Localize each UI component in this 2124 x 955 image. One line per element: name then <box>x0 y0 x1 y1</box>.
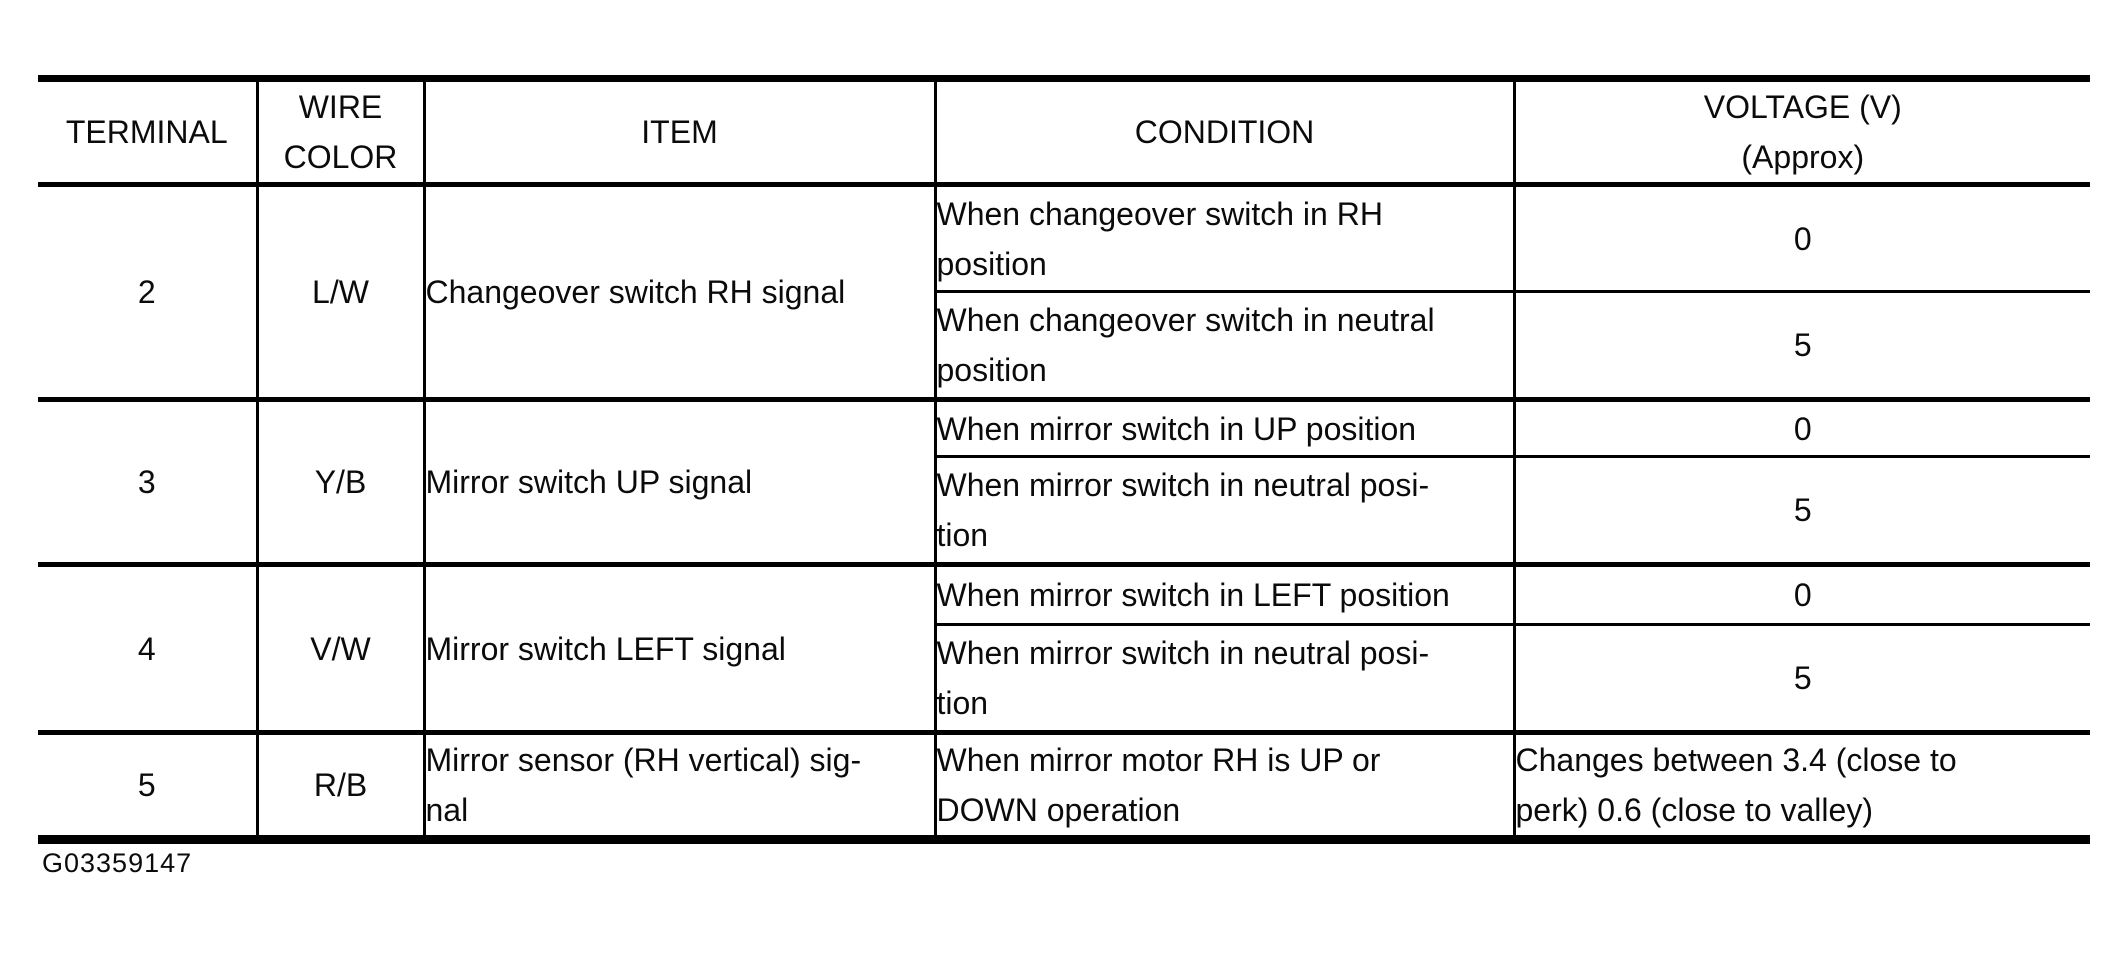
voltage-cell: 0 <box>1512 182 2090 292</box>
terminal-voltage-table: TERMINAL WIRE COLOR ITEM CONDITION VOLTA… <box>38 75 2090 844</box>
condition-cell: When mirror switch in neutral posi- tion <box>933 623 1514 733</box>
voltage-cell: Changes between 3.4 (close to perk) 0.6 … <box>1512 730 2090 840</box>
wire-color-cell: Y/B <box>255 397 424 565</box>
wire-color-cell: R/B <box>255 730 424 840</box>
condition-cell: When mirror switch in UP position <box>933 397 1514 457</box>
wire-color-cell: V/W <box>255 562 424 733</box>
terminal-cell: 2 <box>38 182 257 400</box>
table-row: When mirror switch in neutral posi- tion… <box>38 623 2090 733</box>
header-terminal: TERMINAL <box>38 78 257 187</box>
condition-cell: When changeover switch in neutral positi… <box>933 290 1514 400</box>
header-condition: CONDITION <box>933 78 1514 187</box>
voltage-cell: 5 <box>1512 290 2090 400</box>
item-cell: Mirror sensor (RH vertical) sig- nal <box>422 730 935 840</box>
voltage-cell: 5 <box>1512 623 2090 733</box>
condition-cell: When mirror switch in neutral posi- tion <box>933 455 1514 565</box>
header-voltage: VOLTAGE (V) (Approx) <box>1512 78 2090 187</box>
table-row: 2 L/W Changeover switch RH signal When c… <box>38 182 2090 400</box>
item-cell: Mirror switch UP signal <box>422 397 935 565</box>
condition-cell: When mirror motor RH is UP or DOWN opera… <box>933 730 1514 840</box>
table-row: 4 V/W Mirror switch LEFT signal When mir… <box>38 562 2090 733</box>
header-wire-color: WIRE COLOR <box>255 78 424 187</box>
figure-id-label: G03359147 <box>42 848 193 878</box>
condition-cell: When mirror switch in LEFT position <box>933 562 1514 625</box>
table-row: When mirror switch in neutral posi- tion… <box>38 455 2090 565</box>
voltage-cell: 5 <box>1512 455 2090 565</box>
table-row: 3 Y/B Mirror switch UP signal When mirro… <box>38 397 2090 565</box>
item-cell: Mirror switch LEFT signal <box>422 562 935 733</box>
header-item: ITEM <box>422 78 935 187</box>
terminal-cell: 5 <box>38 730 257 840</box>
terminal-cell: 4 <box>38 562 257 733</box>
condition-cell: When changeover switch in RH position <box>933 182 1514 292</box>
wire-color-cell: L/W <box>255 182 424 400</box>
table-row: When changeover switch in neutral positi… <box>38 290 2090 400</box>
terminal-cell: 3 <box>38 397 257 565</box>
table-row: 5 R/B Mirror sensor (RH vertical) sig- n… <box>38 730 2090 840</box>
voltage-cell: 0 <box>1512 562 2090 625</box>
header-row: TERMINAL WIRE COLOR ITEM CONDITION VOLTA… <box>38 78 2090 187</box>
voltage-cell: 0 <box>1512 397 2090 457</box>
item-cell: Changeover switch RH signal <box>422 182 935 400</box>
